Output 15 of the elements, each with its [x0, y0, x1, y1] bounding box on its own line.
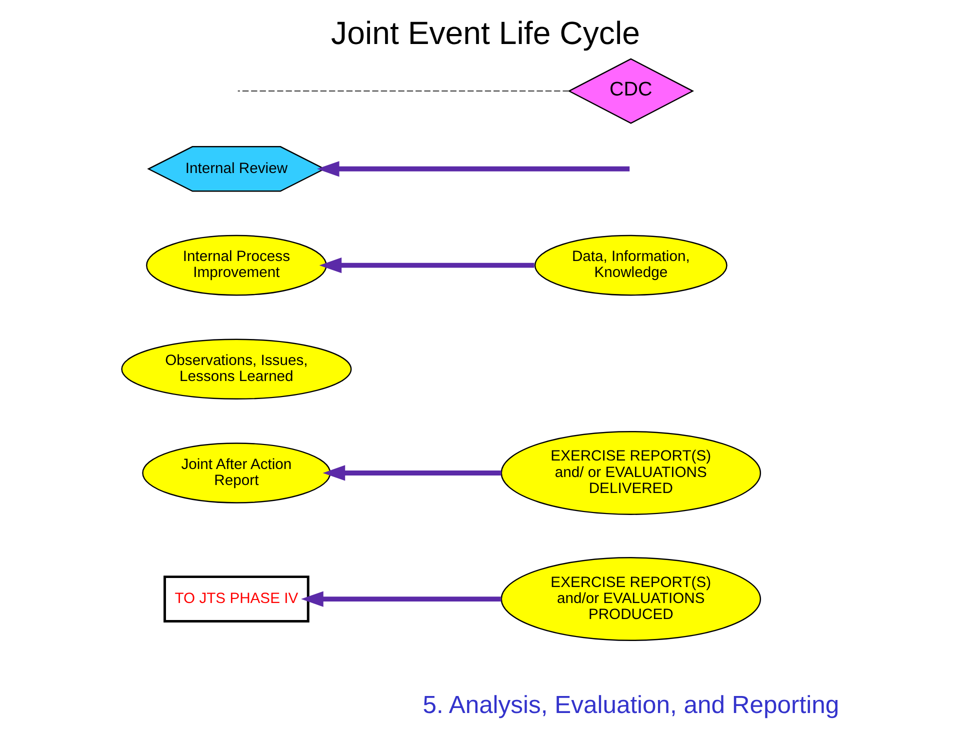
diagram-title: Joint Event Life Cycle — [331, 14, 640, 51]
arrow — [319, 258, 534, 274]
node-diamond: CDC — [568, 58, 694, 124]
node-box: TO JTS PHASE IV — [164, 576, 310, 623]
node-ellipse: EXERCISE REPORT(S) and/or EVALUATIONS PRODUCED — [500, 557, 762, 642]
node-ellipse: Observations, Issues, Lessons Learned — [121, 338, 352, 400]
arrow — [322, 465, 502, 481]
node-ellipse: Internal Process Improvement — [146, 234, 327, 296]
node-ellipse: Joint After Action Report — [142, 442, 331, 504]
arrow — [316, 161, 630, 177]
node-ellipse: Data, Information, Knowledge — [534, 234, 728, 296]
label: 5. Analysis, Evaluation, and Reporting — [422, 692, 840, 719]
connector — [238, 90, 569, 92]
arrow — [301, 591, 502, 607]
node-ellipse: EXERCISE REPORT(S) and/ or EVALUATIONS DELIVERED — [500, 430, 762, 515]
